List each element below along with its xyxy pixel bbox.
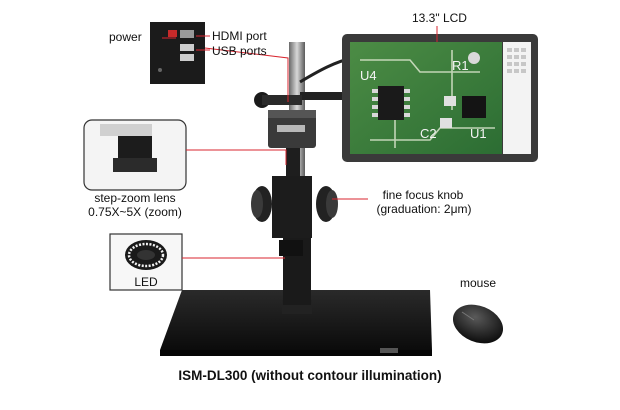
figure-caption: ISM-DL300 (without contour illumination): [178, 368, 442, 383]
label-graduation: (graduation: 2μm): [376, 202, 472, 216]
label-zoom-range: 0.75X~5X (zoom): [88, 205, 182, 219]
label-led: LED: [134, 275, 158, 289]
label-hdmi-port: HDMI port: [212, 29, 267, 43]
base-plate: [160, 290, 432, 356]
lcd-monitor: U4 R1 C2 U1: [342, 34, 538, 162]
led-inset: [109, 233, 183, 291]
pcb-mark-c2: C2: [420, 126, 437, 141]
camera-body: [268, 110, 316, 178]
focus-block: [251, 176, 338, 256]
leader-lines: [162, 26, 438, 259]
pcb-mark-r1: R1: [452, 58, 469, 73]
label-lcd: 13.3" LCD: [412, 11, 467, 25]
label-step-zoom-lens: step-zoom lens: [94, 191, 176, 205]
label-mouse: mouse: [460, 276, 497, 290]
pcb-mark-u4: U4: [360, 68, 377, 83]
label-power: power: [109, 30, 142, 44]
lens-inset: [83, 119, 187, 191]
label-fine-focus-knob: fine focus knob: [382, 188, 464, 202]
pcb-mark-u1: U1: [470, 126, 487, 141]
mouse-device: [452, 304, 504, 344]
port-inset: [150, 22, 205, 84]
label-usb-ports: USB ports: [212, 44, 267, 58]
